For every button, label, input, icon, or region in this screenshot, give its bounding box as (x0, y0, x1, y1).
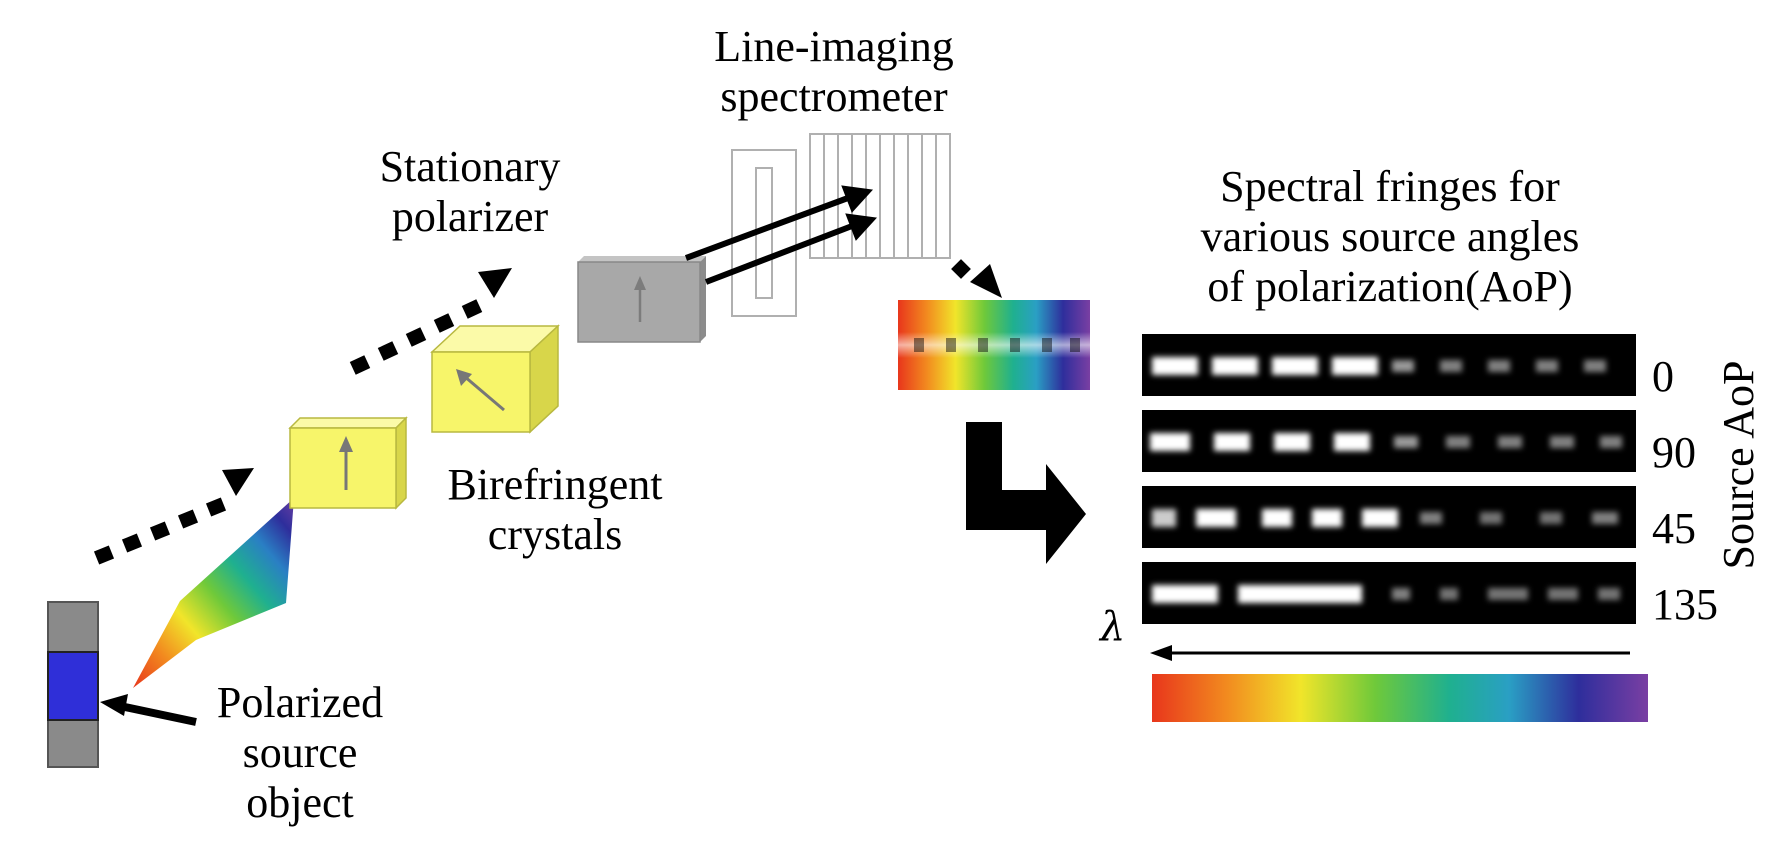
wavelength-spectrum-bar (1152, 674, 1648, 722)
aop-value-135: 135 (1652, 580, 1718, 629)
spectrometer-label: Line-imaging spectrometer (684, 22, 984, 122)
fringes-title-line2: various source angles (1200, 212, 1580, 261)
dotted-arrow-1 (93, 468, 254, 565)
aop-value-90: 90 (1652, 428, 1696, 477)
aop-value-45: 45 (1652, 504, 1696, 553)
fringes-title: Spectral fringes for various source angl… (1160, 162, 1620, 312)
fringe-panel-aop-135 (1142, 562, 1636, 624)
wavelength-symbol: λ (1100, 604, 1126, 650)
fringe-panel-aop-90 (1142, 410, 1636, 472)
polarizer-label-line2: polarizer (391, 192, 549, 241)
birefringent-crystal-2 (430, 324, 560, 434)
crystals-label: Birefringent crystals (420, 460, 690, 560)
crystals-label-line2: crystals (487, 510, 623, 559)
source-aop-axis-title: Source AoP (1714, 360, 1763, 570)
spectrometer-grating (809, 133, 951, 259)
source-label-line1: Polarized (216, 678, 384, 727)
fringe-panel-aop-0 (1142, 334, 1636, 396)
aop-value-0: 0 (1652, 352, 1674, 401)
spectrometer-slit (731, 149, 797, 317)
fringes-title-line1: Spectral fringes for (1220, 162, 1560, 211)
dotted-arrow-2 (349, 268, 512, 375)
source-label-line2: source (242, 728, 358, 777)
output-spectrum-small (898, 300, 1090, 390)
source-label-line3: object (246, 778, 354, 827)
spectrometer-label-line2: spectrometer (720, 72, 948, 121)
birefringent-crystal-1 (288, 416, 408, 510)
spectrometer-label-line1: Line-imaging (714, 22, 954, 71)
source-spectrum-band (133, 498, 294, 688)
big-l-arrow (966, 422, 1086, 564)
polarizer-label: Stationary polarizer (340, 142, 600, 242)
beam-arrows (684, 185, 878, 285)
wavelength-arrow (1150, 645, 1630, 661)
stationary-polarizer (577, 256, 706, 343)
fringes-title-line3: of polarization(AoP) (1207, 262, 1573, 311)
crystals-label-line1: Birefringent (447, 460, 663, 509)
polarizer-label-line1: Stationary (379, 142, 561, 191)
polarized-source-object (47, 601, 99, 768)
fringe-panels (1142, 334, 1636, 624)
source-pointer-arrow (100, 694, 197, 726)
source-label: Polarized source object (190, 678, 410, 828)
fringe-panel-aop-45 (1142, 486, 1636, 548)
